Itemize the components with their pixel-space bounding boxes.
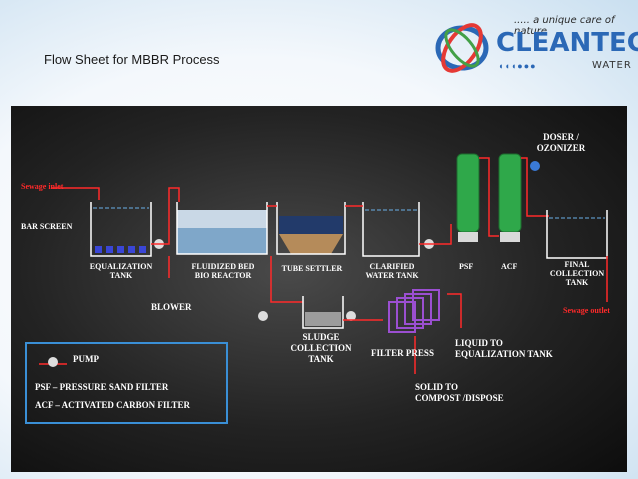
tube-settler [276,202,346,255]
logo-tagline: ..... a unique care of nature [514,15,615,37]
clarified-to-psf-line [419,224,452,245]
psf-filter [456,153,480,233]
sewage-inlet-label: Sewage inlet [21,182,64,191]
logo-swirl-icon [435,23,489,73]
slide-title: Flow Sheet for MBBR Process [44,52,220,67]
filter-press [388,289,440,333]
pump-icon [39,357,67,367]
blower-label: BLOWER [151,302,192,312]
bar-screen-label: BAR SCREEN [21,222,73,231]
sewage-outlet-label: Sewage outlet [563,306,610,315]
eq-to-reactor-line [151,187,180,245]
fluidized-bed-reactor [176,202,268,255]
equalization-tank [90,202,152,257]
logo-sub: WATER [592,60,632,71]
sludge-collection-tank [302,296,344,329]
psf-label: PSF [459,262,474,271]
acf-to-final-line [521,157,549,217]
final-collection-tank [546,210,608,259]
acf-filter [498,153,522,233]
tube-settler-label: TUBE SETTLER [281,264,343,273]
equalization-diffusers [95,246,146,253]
legend-box: PUMP PSF – PRESSURE SAND FILTER ACF – AC… [25,342,228,424]
psf-to-acf-line [479,157,499,237]
sludge-line [270,256,303,303]
doser-label: DOSER /OZONIZER [536,132,586,153]
legend-pump-label: PUMP [73,354,99,364]
acf-label: ACF [501,262,518,271]
legend-acf-label: ACF – ACTIVATED CARBON FILTER [35,400,191,410]
logo-name: CLEANTECH [496,28,638,58]
flow-diagram-graphics [51,153,608,374]
cleantech-logo: ..... a unique care of nature CLEANTECH … [432,14,638,78]
clarified-water-tank [362,202,420,257]
liquid-line [447,293,462,328]
logo-dots: ◖◖◖●●● [498,61,537,71]
doser-icon [530,161,540,171]
legend-psf-label: PSF – PRESSURE SAND FILTER [35,382,169,392]
filter-press-label: FILTER PRESS [371,348,434,358]
pump-3-icon [258,311,268,321]
inlet-flow-line [51,187,100,200]
pump-4-icon [346,311,356,321]
